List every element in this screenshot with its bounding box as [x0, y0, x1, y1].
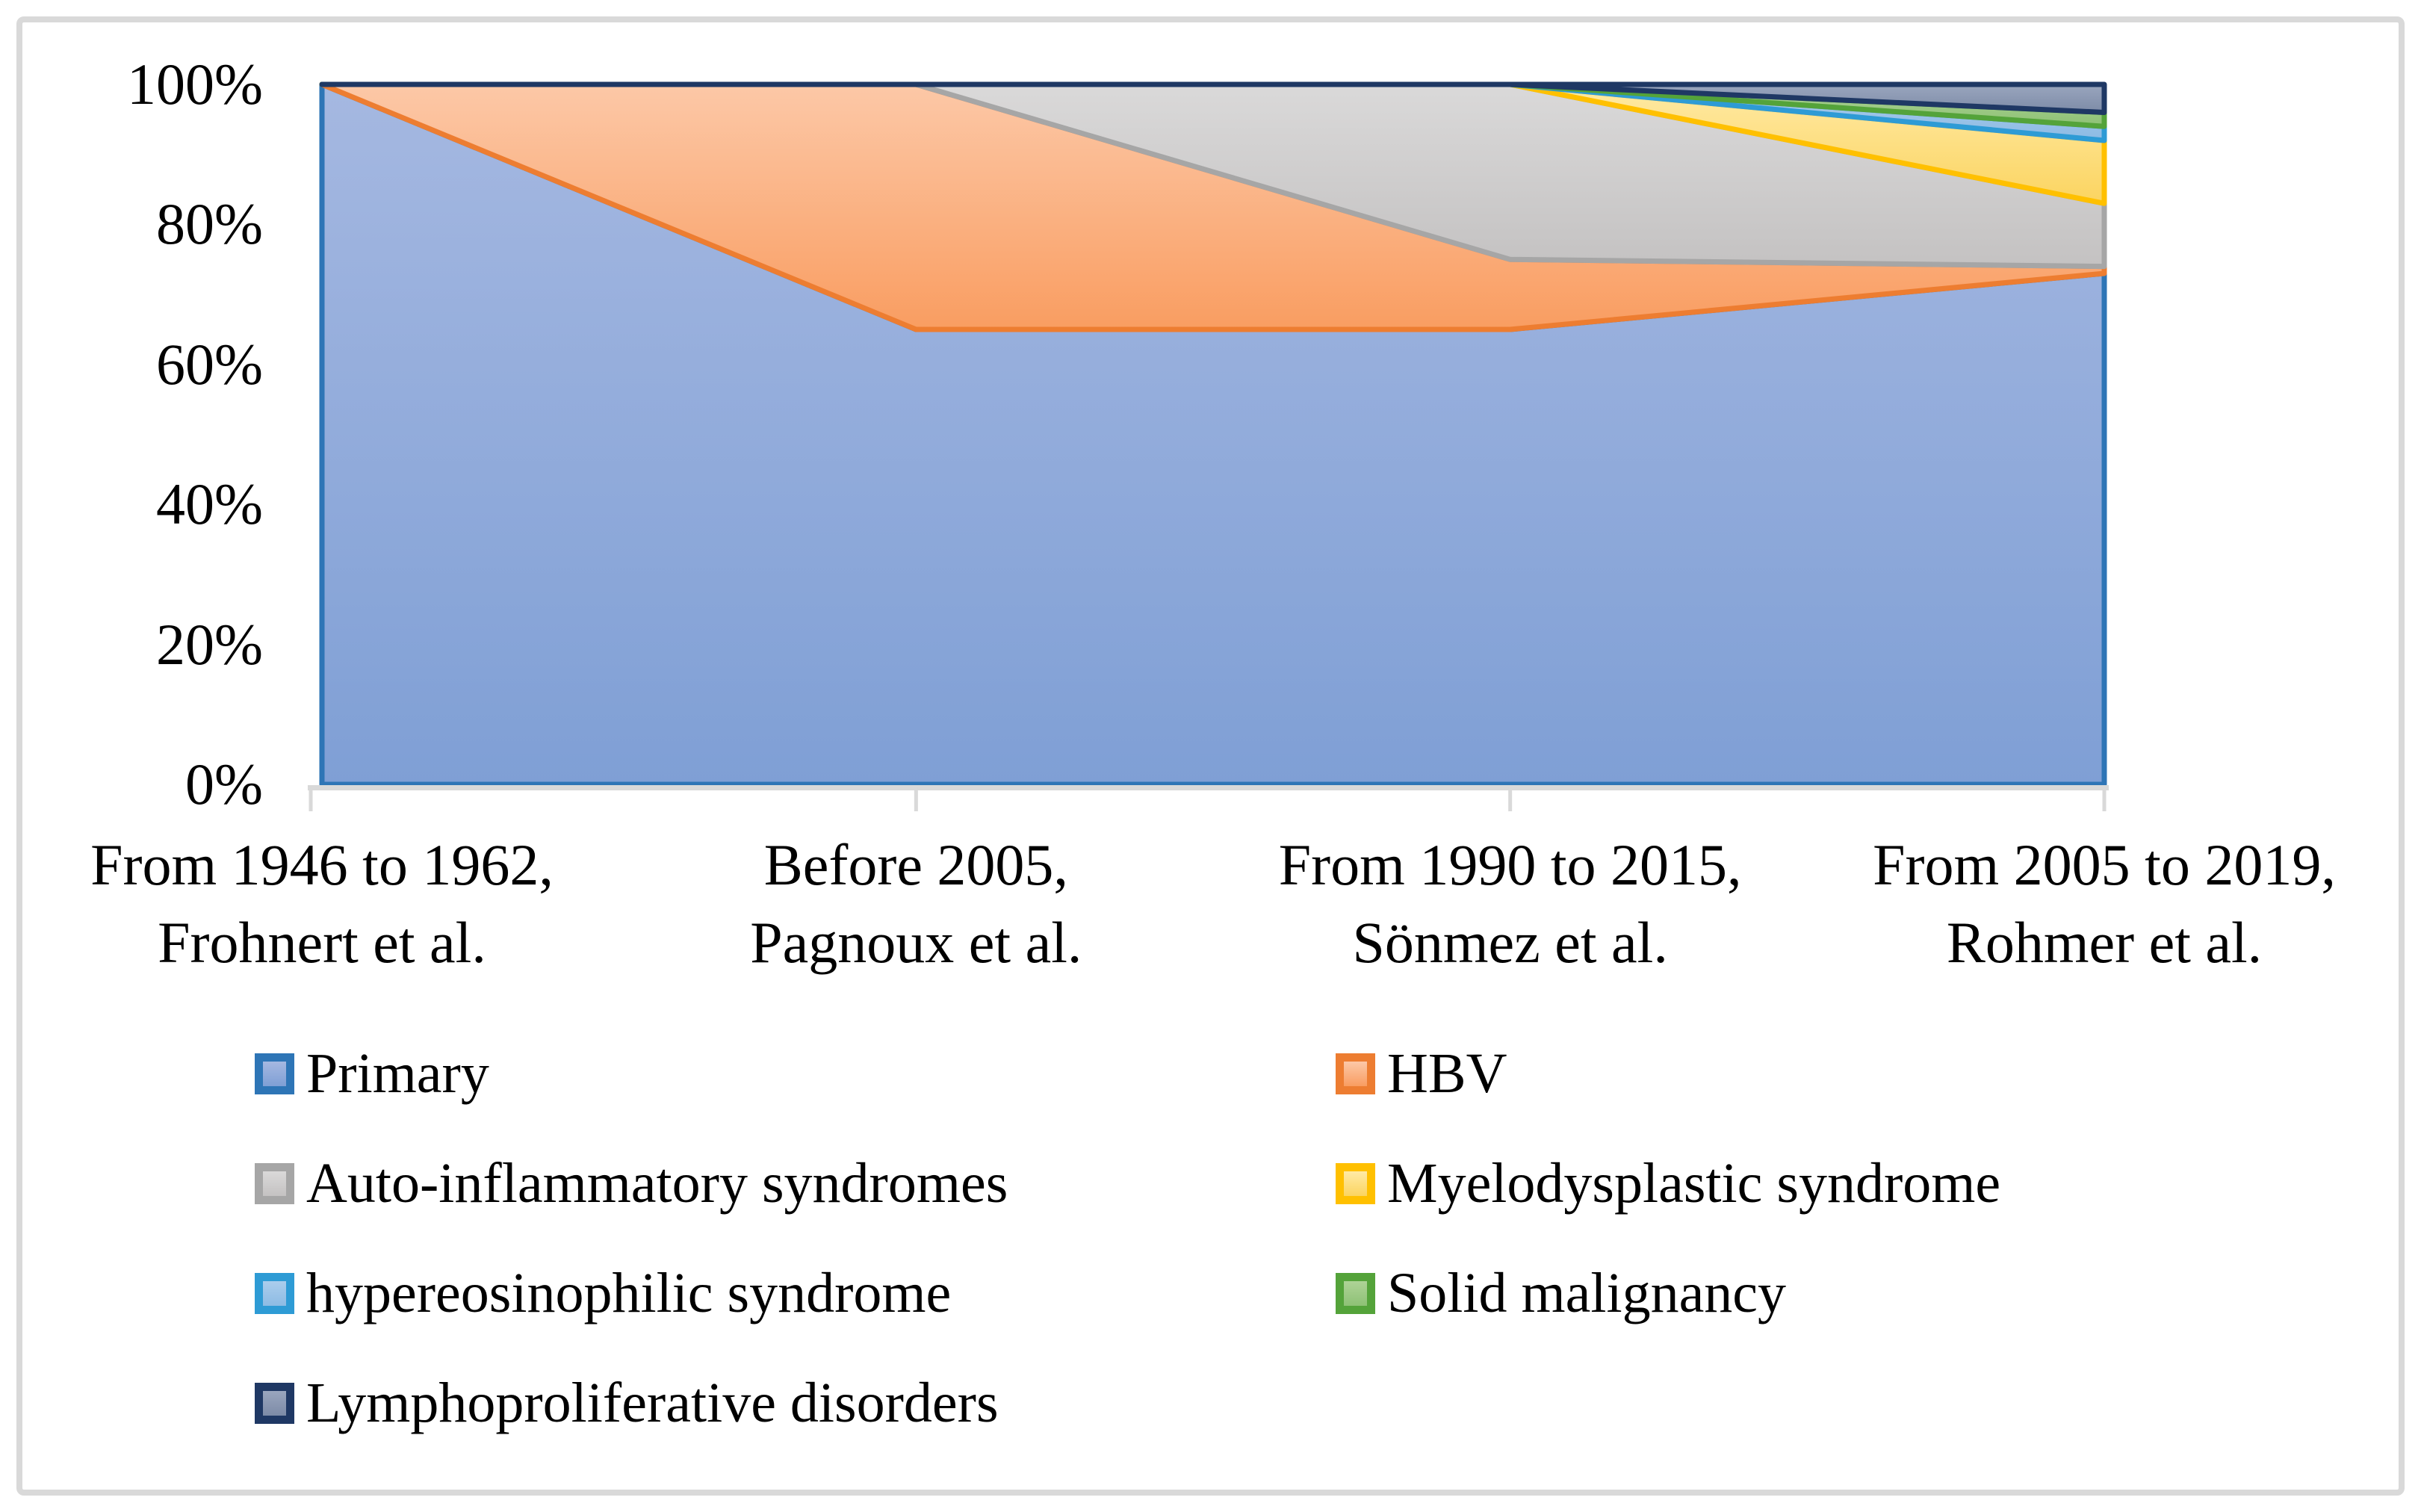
x-axis-category-label-line: From 1990 to 2015, — [1278, 832, 1742, 897]
plot-area — [319, 81, 2107, 787]
y-axis-tick-label: 40% — [156, 471, 263, 537]
y-axis-tick-label: 80% — [156, 191, 263, 257]
legend-label: Auto-inflammatory syndromes — [306, 1152, 1008, 1215]
legend-item-hypereosinophilic-syndrome: hypereosinophilic syndrome — [255, 1262, 951, 1324]
legend-item-auto-inflammatory-syndromes: Auto-inflammatory syndromes — [255, 1152, 1008, 1215]
x-axis-category-label: From 1946 to 1962, Frohnert et al. — [0, 826, 651, 982]
legend-item-lymphoproliferative-disorders: Lymphoproliferative disorders — [255, 1372, 999, 1434]
y-axis-tick-label: 60% — [156, 331, 263, 397]
x-axis-category-label-line: From 2005 to 2019, — [1873, 832, 2336, 897]
y-axis-tick-label: 20% — [156, 611, 263, 677]
y-axis-tick-label: 100% — [127, 52, 263, 117]
legend-swatch-icon — [255, 1162, 294, 1204]
legend-label: HBV — [1387, 1042, 1507, 1105]
x-axis — [308, 785, 2109, 811]
area-series-lymphoproliferative-disorders — [319, 81, 2107, 115]
legend-label: Lymphoproliferative disorders — [306, 1372, 999, 1434]
legend-swatch-icon — [1336, 1272, 1375, 1314]
legend-swatch-icon — [255, 1272, 294, 1314]
legend-swatch-icon — [1336, 1162, 1375, 1204]
x-axis-category-label-line: Sönmez et al. — [1352, 910, 1668, 975]
x-axis-category-label: Before 2005, Pagnoux et al. — [587, 826, 1244, 982]
legend-swatch-icon — [1336, 1053, 1375, 1094]
legend-label: hypereosinophilic syndrome — [306, 1262, 952, 1324]
legend-label: Primary — [306, 1042, 489, 1105]
y-axis-tick-label: 0% — [185, 752, 263, 817]
legend-label: Solid malignancy — [1387, 1262, 1787, 1324]
x-axis-category-label-line: From 1946 to 1962, — [90, 832, 554, 897]
legend-label: Myelodysplastic syndrome — [1387, 1152, 2001, 1215]
legend-swatch-icon — [255, 1053, 294, 1094]
legend-item-solid-malignancy: Solid malignancy — [1336, 1262, 1786, 1324]
legend-item-myelodysplastic-syndrome: Myelodysplastic syndrome — [1336, 1152, 2000, 1215]
legend-item-primary: Primary — [255, 1042, 489, 1105]
x-axis-category-label-line: Pagnoux et al. — [750, 910, 1082, 975]
x-axis-category-label: From 1990 to 2015, Sönmez et al. — [1182, 826, 1839, 982]
legend-item-hbv: HBV — [1336, 1042, 1507, 1105]
x-axis-category-label: From 2005 to 2019, Rohmer et al. — [1776, 826, 2421, 982]
legend-swatch-icon — [255, 1382, 294, 1424]
x-axis-category-label-line: Before 2005, — [763, 832, 1068, 897]
x-axis-category-label-line: Rohmer et al. — [1946, 910, 2263, 975]
x-axis-category-label-line: Frohnert et al. — [158, 910, 486, 975]
